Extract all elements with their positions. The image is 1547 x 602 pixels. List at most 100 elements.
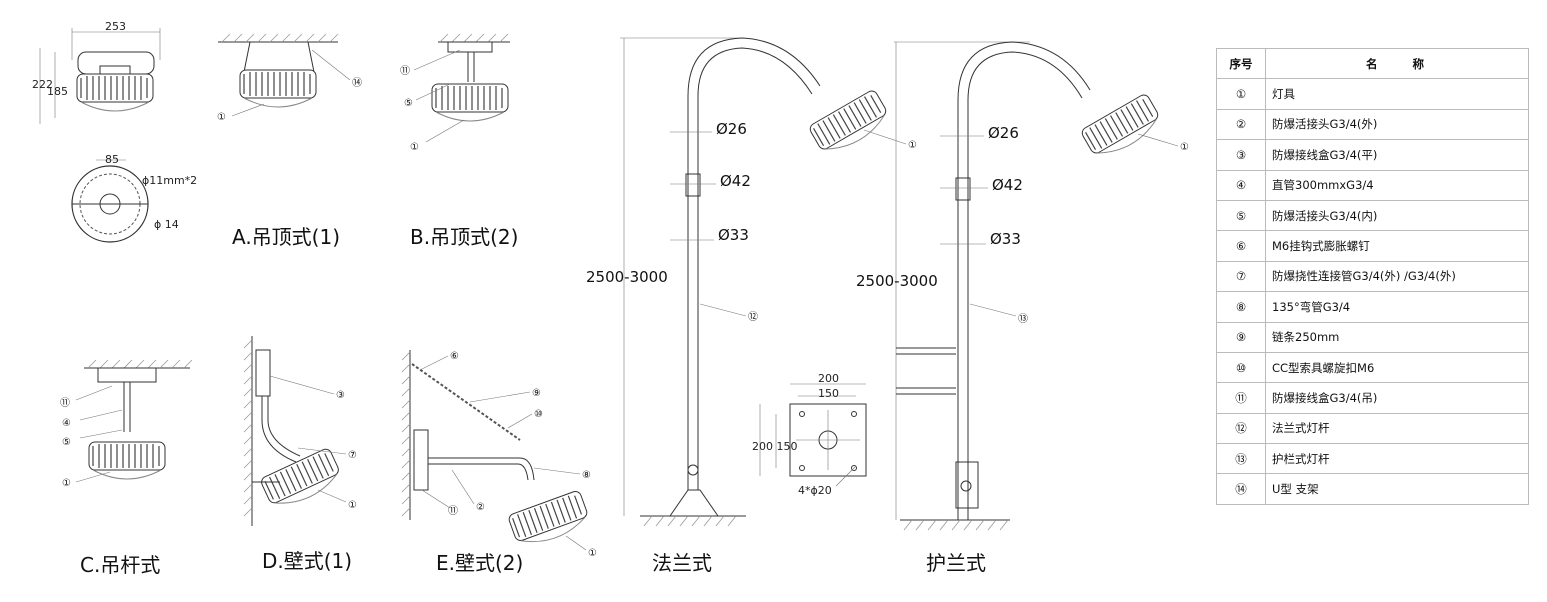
- callout-1-b: ①: [410, 142, 419, 153]
- part-no: ⑬: [1216, 443, 1266, 475]
- part-no: ④: [1216, 169, 1266, 201]
- part-name: CC型索具螺旋扣M6: [1265, 351, 1529, 384]
- callout-1-d: ①: [348, 500, 357, 511]
- part-name: 直管300mmxG3/4: [1265, 169, 1529, 201]
- diagram-d-wall-mount: ③ ⑦ ①: [243, 336, 357, 526]
- part-no: ①: [1216, 78, 1266, 110]
- part-no: ③: [1216, 139, 1266, 171]
- caption-a: A.吊顶式(1): [232, 225, 340, 249]
- dim-flange-side: 200 150: [752, 440, 798, 453]
- dim-top-width: 253: [105, 20, 126, 33]
- dim-flange-outer: 200: [818, 372, 839, 385]
- flange-plate-detail: 200 150 200 150 4*ϕ20: [752, 372, 867, 497]
- part-name: 护栏式灯杆: [1265, 443, 1529, 475]
- caption-b: B.吊顶式(2): [410, 225, 518, 249]
- callout-1-a: ①: [217, 112, 226, 123]
- part-name: 135°弯管G3/4: [1265, 291, 1529, 323]
- part-name: 防爆接线盒G3/4(吊): [1265, 382, 1529, 414]
- diagram-e-wall-mount: ⑥ ⑨ ⑩ ⑧ ② ⑪ ①: [401, 350, 597, 559]
- callout-11-c: ⑪: [60, 397, 70, 409]
- caption-d: D.壁式(1): [262, 549, 352, 573]
- dim-flange-bolts: 4*ϕ20: [798, 484, 832, 497]
- callout-5-b: ⑤: [404, 98, 413, 109]
- part-name: 法兰式灯杆: [1265, 412, 1529, 445]
- dim-pole-height-flange: 2500-3000: [586, 268, 668, 286]
- part-name: 灯具: [1265, 78, 1529, 110]
- diagram-flange-pole: Ø26 Ø42 Ø33 2500-3000 ⑫ ①: [586, 37, 917, 527]
- part-no: ⑫: [1216, 412, 1266, 445]
- callout-10-e: ⑩: [534, 409, 543, 420]
- callout-13: ⑬: [1018, 313, 1028, 325]
- dim-pole-dia-bottom-flange: Ø33: [718, 226, 749, 244]
- dim-total-height: 222: [32, 78, 53, 91]
- diagram-guard-pole: Ø26 Ø42 Ø33 2500-3000 ⑬ ①: [856, 41, 1189, 531]
- dim-center-hole: ϕ 14: [154, 218, 179, 231]
- header-name: 名 称: [1265, 47, 1529, 80]
- dim-pole-dia-joint-flange: Ø42: [720, 172, 751, 190]
- dim-pole-dia-top-flange: Ø26: [716, 120, 747, 138]
- diagram-c-pendant: ⑪ ④ ⑤ ①: [60, 359, 193, 489]
- callout-7-d: ⑦: [348, 450, 357, 461]
- lamp-bottom-view: 85 ϕ11mm*2 ϕ 14: [71, 153, 197, 243]
- callout-12: ⑫: [748, 311, 758, 323]
- part-name: 防爆接线盒G3/4(平): [1265, 139, 1529, 171]
- part-name: 防爆活接头G3/4(外): [1265, 108, 1529, 141]
- callout-9-e: ⑨: [532, 388, 541, 399]
- part-no: ⑧: [1216, 291, 1266, 323]
- part-name: M6挂钩式膨胀螺钉: [1265, 230, 1529, 262]
- callout-1-guard: ①: [1180, 142, 1189, 153]
- table-row: ⑤ 防爆活接头G3/4(内): [1216, 199, 1529, 232]
- part-no: ⑭: [1216, 473, 1266, 505]
- table-row: ⑥ M6挂钩式膨胀螺钉: [1216, 230, 1529, 262]
- callout-14-a: ⑭: [352, 77, 362, 89]
- part-no: ②: [1216, 108, 1266, 141]
- callout-6-e: ⑥: [450, 351, 459, 362]
- caption-flange: 法兰式: [652, 551, 712, 575]
- dim-pole-dia-top-guard: Ø26: [988, 124, 1019, 142]
- callout-1-flange: ①: [908, 140, 917, 151]
- part-no: ⑪: [1216, 382, 1266, 414]
- caption-c: C.吊杆式: [80, 553, 160, 577]
- part-name: U型 支架: [1265, 473, 1529, 505]
- part-no: ⑦: [1216, 260, 1266, 293]
- dim-pole-dia-joint-guard: Ø42: [992, 176, 1023, 194]
- dim-pole-dia-bottom-guard: Ø33: [990, 230, 1021, 248]
- part-no: ⑥: [1216, 230, 1266, 262]
- part-no: ⑤: [1216, 199, 1266, 232]
- callout-1-e: ①: [588, 548, 597, 559]
- callout-1-c: ①: [62, 478, 71, 489]
- header-no: 序号: [1216, 47, 1266, 80]
- caption-e: E.壁式(2): [436, 551, 523, 575]
- callout-8-e: ⑧: [582, 470, 591, 481]
- dim-flange-inner: 150: [818, 387, 839, 400]
- part-name: 防爆活接头G3/4(内): [1265, 199, 1529, 232]
- part-no: ⑩: [1216, 351, 1266, 384]
- callout-5-c: ⑤: [62, 437, 71, 448]
- diagram-b-ceiling-mount: ⑪ ⑤ ①: [400, 33, 510, 153]
- parts-table-header: 序号 名 称: [1216, 47, 1529, 80]
- callout-3-d: ③: [336, 390, 345, 401]
- dim-pole-height-guard: 2500-3000: [856, 272, 938, 290]
- callout-4-c: ④: [62, 418, 71, 429]
- callout-2-e: ②: [476, 502, 485, 513]
- callout-11-e: ⑪: [448, 505, 458, 517]
- part-name: 链条250mm: [1265, 321, 1529, 353]
- dim-hole-spec: ϕ11mm*2: [142, 174, 197, 187]
- dim-bottom-span: 85: [105, 153, 119, 166]
- dim-body-height: 185: [47, 85, 68, 98]
- part-name: 防爆挠性连接管G3/4(外) /G3/4(外): [1265, 260, 1529, 293]
- part-no: ⑨: [1216, 321, 1266, 353]
